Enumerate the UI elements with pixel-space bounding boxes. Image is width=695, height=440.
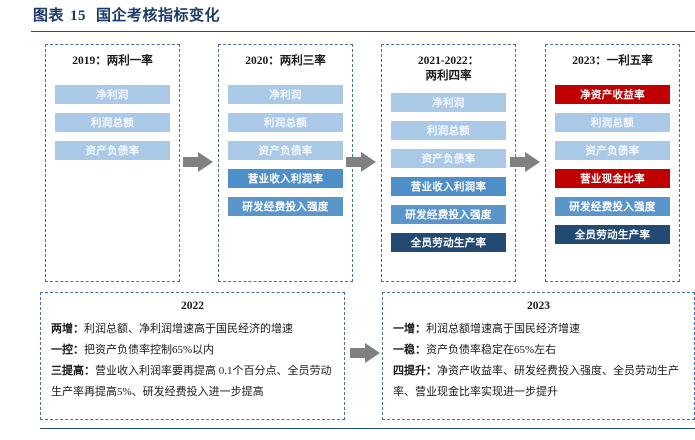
panel-line: 一稳：资产负债率稳定在65%左右: [393, 340, 686, 361]
indicator-box[interactable]: 全员劳动生产率: [555, 225, 670, 244]
column-title: 2021-2022： 两利四率: [382, 54, 515, 84]
indicator-box[interactable]: 营业收入利润率: [228, 169, 343, 188]
arrow-2022-panel-to-2023-panel-icon: [350, 343, 380, 363]
page-title: 图表 15 国企考核指标变化: [33, 4, 220, 25]
timeline-column-2: 2021-2022： 两利四率净利润利润总额资产负债率营业收入利润率研发经费投入强…: [381, 44, 516, 282]
panel-line: 一增：利润总额增速高于国民经济增速: [393, 319, 686, 340]
indicator-box[interactable]: 净利润: [391, 93, 506, 112]
indicator-box[interactable]: 利润总额: [391, 121, 506, 140]
indicator-box[interactable]: 资产负债率: [228, 141, 343, 160]
column-title-line: 2023：一利五率: [572, 55, 653, 67]
indicator-box[interactable]: 利润总额: [55, 113, 170, 132]
arrow-2020-to-2021-icon: [346, 152, 376, 172]
panel-line: 一控：把资产负债率控制65%以内: [51, 340, 336, 361]
indicator-box[interactable]: 资产负债率: [555, 141, 670, 160]
timeline-column-3: 2023：一利五率净资产收益率利润总额资产负债率营业现金比率研发经费投入强度全员…: [545, 44, 680, 282]
panel-line-text: 利润总额增速高于国民经济增速: [426, 323, 580, 335]
indicator-box[interactable]: 资产负债率: [391, 149, 506, 168]
figure-header: 图表 15 国企考核指标变化: [0, 0, 695, 36]
arrow-head: [198, 152, 213, 172]
column-title: 2019：两利一率: [46, 54, 179, 69]
panel-line-text: 把资产负债率控制65%以内: [84, 344, 215, 356]
indicator-box[interactable]: 全员劳动生产率: [391, 233, 506, 252]
panel-title: 2023: [527, 300, 550, 312]
indicator-list: 净利润利润总额资产负债率: [55, 85, 170, 169]
indicator-list: 净利润利润总额资产负债率营业收入利润率研发经费投入强度全员劳动生产率: [391, 93, 506, 261]
panel-line-text: 资产负债率稳定在65%左右: [426, 344, 557, 356]
panel-line: 两增：利润总额、净利润增速高于国民经济的增速: [51, 319, 336, 340]
arrow-2021-to-2023-icon: [510, 152, 540, 172]
panel-line-text: 净资产收益率、研发经费投入强度、全员劳动生产率、营业现金比率实现进一步提升: [393, 365, 679, 398]
column-title-line: 两利四率: [425, 70, 472, 82]
panel-line-text: 营业收入利润率要再提高 0.1个百分点、全员劳动生产率再提高5%、研发经费投入进…: [51, 365, 332, 398]
panel-line-label: 两增：: [51, 323, 84, 335]
panel-line-label: 一稳：: [393, 344, 426, 356]
bottom-divider: [40, 428, 695, 429]
figure-number: 15: [70, 8, 87, 24]
title-divider: [31, 31, 695, 32]
timeline-column-1: 2020：两利三率净利润利润总额资产负债率营业收入利润率研发经费投入强度: [218, 44, 353, 282]
indicator-box[interactable]: 研发经费投入强度: [555, 197, 670, 216]
panel-line: 四提升：净资产收益率、研发经费投入强度、全员劳动生产率、营业现金比率实现进一步提…: [393, 361, 686, 403]
arrow-2019-to-2020-icon: [183, 152, 213, 172]
arrow-shaft: [350, 348, 367, 358]
indicator-box[interactable]: 净资产收益率: [555, 85, 670, 104]
panel-line-label: 三提高：: [51, 365, 95, 377]
indicator-box[interactable]: 营业现金比率: [555, 169, 670, 188]
column-title: 2023：一利五率: [546, 54, 679, 69]
panel-line-label: 一增：: [393, 323, 426, 335]
indicator-box[interactable]: 研发经费投入强度: [391, 205, 506, 224]
arrow-head: [365, 343, 380, 363]
indicator-box[interactable]: 资产负债率: [55, 141, 170, 160]
indicator-box[interactable]: 净利润: [55, 85, 170, 104]
arrow-shaft: [183, 157, 200, 167]
indicator-box[interactable]: 利润总额: [555, 113, 670, 132]
indicator-box[interactable]: 利润总额: [228, 113, 343, 132]
column-title: 2020：两利三率: [219, 54, 352, 69]
panel-line-label: 一控：: [51, 344, 84, 356]
indicator-box[interactable]: 净利润: [228, 85, 343, 104]
timeline-column-0: 2019：两利一率净利润利润总额资产负债率: [45, 44, 180, 282]
panel-body: 一增：利润总额增速高于国民经济增速一稳：资产负债率稳定在65%左右四提升：净资产…: [393, 319, 686, 403]
indicator-box[interactable]: 研发经费投入强度: [228, 197, 343, 216]
arrow-head: [525, 152, 540, 172]
arrow-shaft: [510, 157, 527, 167]
panel-title: 2022: [181, 300, 204, 312]
arrow-head: [361, 152, 376, 172]
column-title-line: 2021-2022：: [417, 55, 480, 67]
indicator-list: 净利润利润总额资产负债率营业收入利润率研发经费投入强度: [228, 85, 343, 225]
panel-line: 三提高：营业收入利润率要再提高 0.1个百分点、全员劳动生产率再提高5%、研发经…: [51, 361, 336, 403]
indicator-list: 净资产收益率利润总额资产负债率营业现金比率研发经费投入强度全员劳动生产率: [555, 85, 670, 253]
indicator-box[interactable]: 营业收入利润率: [391, 177, 506, 196]
figure-label: 图表: [33, 8, 65, 24]
column-title-line: 2020：两利三率: [245, 55, 326, 67]
panel-body: 两增：利润总额、净利润增速高于国民经济的增速一控：把资产负债率控制65%以内三提…: [51, 319, 336, 403]
panel-line-text: 利润总额、净利润增速高于国民经济的增速: [84, 323, 293, 335]
arrow-shaft: [346, 157, 363, 167]
column-title-line: 2019：两利一率: [72, 55, 153, 67]
figure-title-text: 国企考核指标变化: [96, 8, 221, 24]
panel-line-label: 四提升：: [393, 365, 437, 377]
